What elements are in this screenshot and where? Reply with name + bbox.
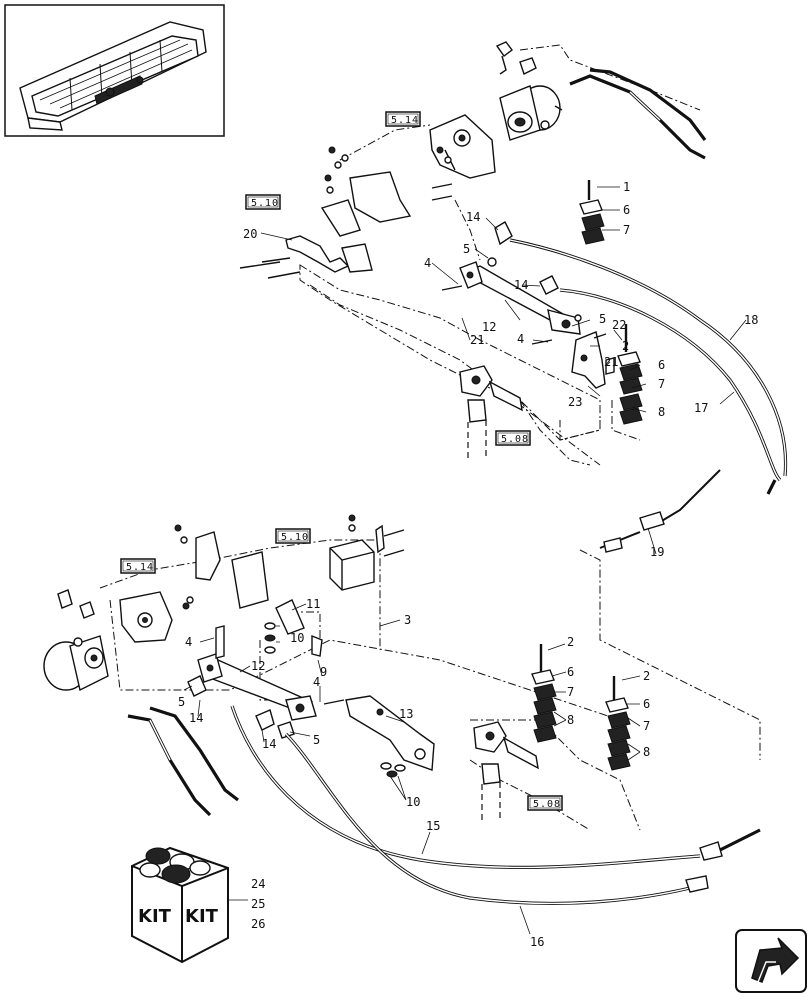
kit-label-right: KIT bbox=[185, 906, 219, 927]
small-hardware-upper bbox=[324, 146, 453, 201]
callout: 6 bbox=[623, 203, 630, 217]
callout: 13 bbox=[399, 707, 413, 721]
callout: 15 bbox=[426, 819, 440, 833]
ref-label-514-top: 5.14 bbox=[391, 115, 419, 126]
callout: 20 bbox=[243, 227, 257, 241]
callout: 14 bbox=[514, 278, 528, 292]
ref-label-508-top: 5.08 bbox=[501, 434, 529, 445]
callout: 2 bbox=[622, 339, 629, 353]
callout: 2 bbox=[643, 669, 650, 683]
mount-bracket-lower bbox=[119, 524, 269, 643]
callout: 1 bbox=[623, 180, 630, 194]
callout-labels: 1 6 7 14 5 4 14 20 21 12 4 5 22 2 21 6 7… bbox=[178, 180, 758, 949]
callout: 5 bbox=[463, 242, 470, 256]
clamp-stack-lower-1 bbox=[531, 644, 557, 743]
callout: 10 bbox=[290, 631, 304, 645]
ref-box-508-bottom[interactable]: 5.08 bbox=[527, 795, 563, 811]
callout: 7 bbox=[623, 223, 630, 237]
ref-box-514-bottom[interactable]: 5.14 bbox=[120, 558, 156, 574]
header-machine-icon bbox=[19, 21, 207, 131]
callout: 11 bbox=[306, 597, 320, 611]
ref-label-508-bottom: 5.08 bbox=[533, 799, 561, 810]
upper-assembly bbox=[239, 41, 788, 555]
kit-box-icon: KIT KIT bbox=[131, 846, 248, 964]
callout: 26 bbox=[251, 917, 265, 931]
callout: 21 bbox=[470, 333, 484, 347]
hydraulic-cylinder-lower bbox=[197, 625, 345, 721]
ref-label-510-bottom: 5.10 bbox=[281, 532, 309, 543]
ref-box-514-top[interactable]: 5.14 bbox=[385, 111, 421, 127]
callout: 17 bbox=[694, 401, 708, 415]
callout: 12 bbox=[251, 659, 265, 673]
callout: 14 bbox=[262, 737, 276, 751]
callout: 5 bbox=[178, 695, 185, 709]
callout: 6 bbox=[567, 665, 574, 679]
hydraulic-cylinder-upper bbox=[441, 257, 582, 345]
callout: 4 bbox=[424, 256, 431, 270]
callout: 14 bbox=[466, 210, 480, 224]
box-bracket-lower bbox=[329, 514, 405, 591]
clamp-stack-upper-1 bbox=[579, 180, 605, 245]
kit-label-left: KIT bbox=[138, 906, 172, 927]
callout: 21 bbox=[604, 355, 618, 369]
callout: 7 bbox=[643, 719, 650, 733]
callout: 22 bbox=[612, 318, 626, 332]
callout: 5 bbox=[313, 733, 320, 747]
callout: 4 bbox=[185, 635, 192, 649]
ref-box-510-bottom[interactable]: 5.10 bbox=[275, 528, 311, 544]
callout: 25 bbox=[251, 897, 265, 911]
bracket-13 bbox=[345, 695, 435, 778]
callout: 5 bbox=[599, 312, 606, 326]
clamp-stack-upper-2 bbox=[617, 324, 643, 425]
clamp-stack-lower-2 bbox=[605, 676, 631, 771]
callout: 2 bbox=[567, 635, 574, 649]
lower-hydraulic-motor bbox=[43, 589, 109, 692]
callout: 9 bbox=[320, 665, 327, 679]
lower-assembly bbox=[43, 514, 761, 935]
valve-assembly-upper bbox=[459, 365, 523, 460]
callout: 12 bbox=[482, 320, 496, 334]
callout: 3 bbox=[404, 613, 411, 627]
callout: 8 bbox=[658, 405, 665, 419]
callout: 16 bbox=[530, 935, 544, 949]
top-hydraulic-motor bbox=[495, 41, 563, 141]
callout: 7 bbox=[658, 377, 665, 391]
ref-box-508-top[interactable]: 5.08 bbox=[495, 430, 531, 446]
callout: 23 bbox=[568, 395, 582, 409]
callout: 24 bbox=[251, 877, 265, 891]
callout: 18 bbox=[744, 313, 758, 327]
elbow-fitting-11 bbox=[264, 599, 305, 654]
bracket-20 bbox=[239, 171, 412, 279]
callout: 4 bbox=[313, 675, 320, 689]
callout: 14 bbox=[189, 711, 203, 725]
callout: 8 bbox=[643, 745, 650, 759]
callout: 19 bbox=[650, 545, 664, 559]
callout: 4 bbox=[517, 332, 524, 346]
ref-label-514-bottom: 5.14 bbox=[126, 562, 154, 573]
next-page-arrow-icon[interactable] bbox=[735, 929, 807, 993]
ref-label-510-top: 5.10 bbox=[251, 198, 279, 209]
ref-box-510-top[interactable]: 5.10 bbox=[245, 194, 281, 210]
callout: 8 bbox=[567, 713, 574, 727]
callout: 6 bbox=[658, 358, 665, 372]
callout: 10 bbox=[406, 795, 420, 809]
callout: 7 bbox=[567, 685, 574, 699]
callout: 6 bbox=[643, 697, 650, 711]
mount-bracket-upper bbox=[429, 114, 496, 179]
valve-assembly-lower bbox=[473, 721, 539, 820]
overview-thumbnail[interactable] bbox=[4, 4, 225, 137]
